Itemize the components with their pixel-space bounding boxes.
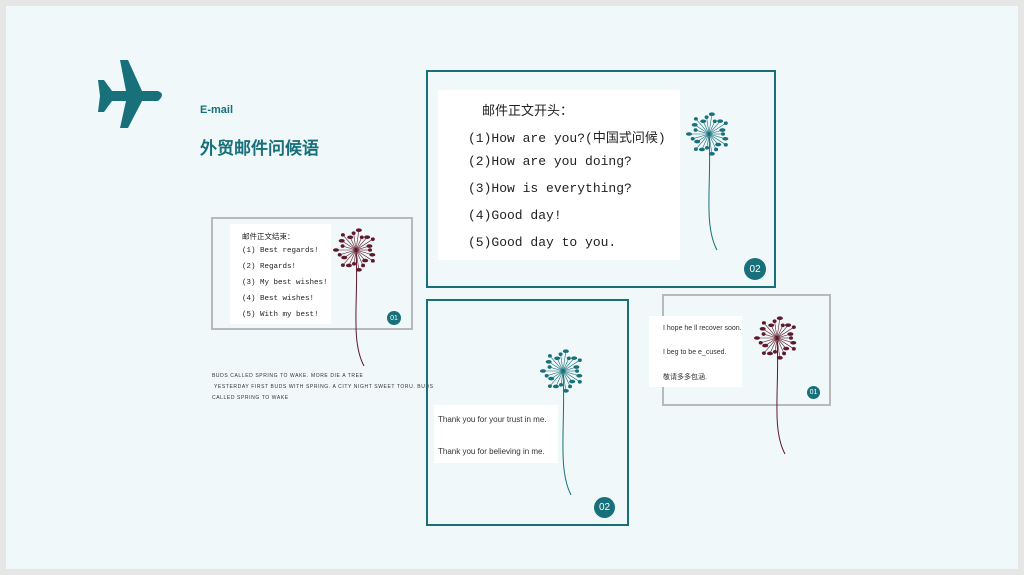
list-item: (1) Best regards! xyxy=(242,247,319,255)
greeting-card-closing: 邮件正文结束： (1) Best regards! (2) Regards! (… xyxy=(211,217,413,330)
list-item: I hope he ll recover soon. xyxy=(663,325,742,332)
subtitle: E-mail xyxy=(200,104,234,116)
badge: 01 xyxy=(807,386,820,399)
greeting-card-thanks: Thank you for your trust in me. Thank yo… xyxy=(426,299,629,526)
caption-line: BUDS CALLED SPRING TO WAKE. MORE DIE A T… xyxy=(212,373,364,379)
list-item: I beg to be e_cused. xyxy=(663,349,727,356)
dandelion-icon xyxy=(686,112,729,251)
list-item: (4) Best wishes! xyxy=(242,295,315,303)
list-item: Thank you for your trust in me. xyxy=(438,415,547,424)
closing-text-box: 邮件正文结束： (1) Best regards! (2) Regards! (… xyxy=(230,224,331,324)
dandelion-icon xyxy=(540,349,583,496)
list-item: (2) Regards! xyxy=(242,263,297,271)
page-title: 外贸邮件问候语 xyxy=(200,139,319,158)
badge: 01 xyxy=(387,311,401,325)
greeting-card-apology: I hope he ll recover soon. I beg to be e… xyxy=(649,294,831,406)
caption-line: CALLED SPRING TO WAKE xyxy=(212,395,289,401)
list-item: (4)Good day! xyxy=(468,208,562,223)
badge: 02 xyxy=(594,497,615,518)
opening-text-box: 邮件正文开头： (1)How are you?(中国式问候) (2)How ar… xyxy=(438,90,680,260)
thanks-text-box: Thank you for your trust in me. Thank yo… xyxy=(434,405,558,463)
card-heading: 邮件正文结束： xyxy=(242,234,295,242)
list-item: (1)How are you?(中国式问候) xyxy=(468,131,666,146)
slide: E-mail 外贸邮件问候语 邮件正文开头： (1)How are you?(中… xyxy=(6,6,1018,569)
dandelion-icon xyxy=(754,316,797,455)
list-item: (3) My best wishes! xyxy=(242,279,328,287)
dandelion-icon xyxy=(333,228,376,367)
badge: 02 xyxy=(744,258,766,280)
list-item: (2)How are you doing? xyxy=(468,154,632,169)
card-heading: 邮件正文开头： xyxy=(482,104,574,119)
list-item: (5)Good day to you. xyxy=(468,235,617,250)
caption-line: YESTERDAY FIRST BUDS WITH SPRING. A CITY… xyxy=(214,384,434,390)
apology-text-box: I hope he ll recover soon. I beg to be e… xyxy=(649,316,742,387)
list-item: Thank you for believing in me. xyxy=(438,447,545,456)
list-item: (3)How is everything? xyxy=(468,181,632,196)
list-item: (5) With my best! xyxy=(242,311,319,319)
greeting-card-opening: 邮件正文开头： (1)How are you?(中国式问候) (2)How ar… xyxy=(426,70,776,288)
list-item: 敬请多多包涵. xyxy=(663,374,707,381)
airplane-icon xyxy=(98,60,162,128)
